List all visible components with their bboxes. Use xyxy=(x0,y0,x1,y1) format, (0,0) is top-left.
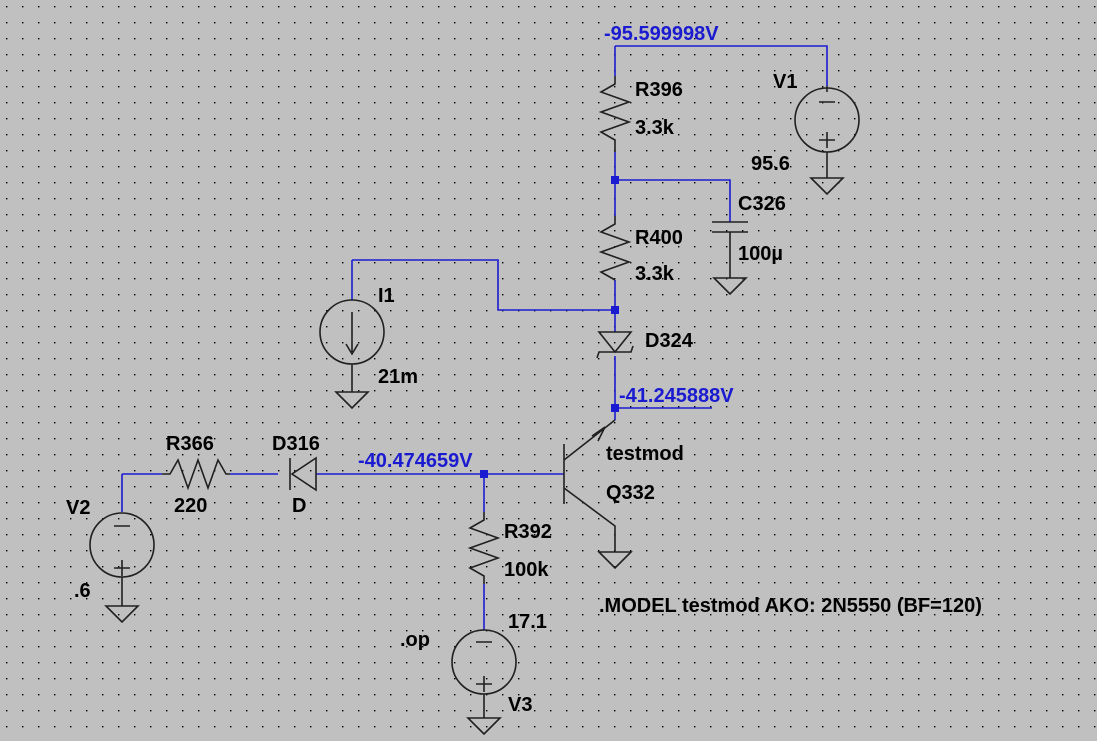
q332-model: testmod xyxy=(606,443,684,465)
i1-name: I1 xyxy=(378,285,395,307)
d316-name: D316 xyxy=(272,433,320,455)
r392-value: 100k xyxy=(504,559,549,581)
c326-value: 100µ xyxy=(738,243,783,265)
resistor-r396[interactable] xyxy=(598,76,632,152)
resistor-r400[interactable] xyxy=(598,216,632,281)
node-junction xyxy=(611,176,619,184)
voltage-source-v2[interactable] xyxy=(89,512,155,624)
v3-name: V3 xyxy=(508,694,532,716)
capacitor-c326[interactable] xyxy=(712,221,748,296)
voltage-source-v3[interactable] xyxy=(451,629,517,736)
node-junction xyxy=(480,470,488,478)
op-directive[interactable]: .op xyxy=(400,629,430,651)
r396-name: R396 xyxy=(635,79,683,101)
v1-name: V1 xyxy=(773,71,797,93)
voltage-source-v1[interactable] xyxy=(794,86,860,196)
c326-name: C326 xyxy=(738,193,786,215)
resistor-r392[interactable] xyxy=(467,512,501,584)
transistor-q332[interactable] xyxy=(563,419,633,570)
v1-value: 95.6 xyxy=(751,153,790,175)
v3-value: 17.1 xyxy=(508,611,547,633)
v2-value: .6 xyxy=(74,580,91,602)
diode-d316[interactable] xyxy=(289,456,317,492)
d324-name: D324 xyxy=(645,330,694,352)
v2-name: V2 xyxy=(66,497,90,519)
q332-name: Q332 xyxy=(606,482,655,504)
node-voltage-base: -40.474659V xyxy=(358,450,473,472)
current-source-i1[interactable] xyxy=(319,299,385,410)
i1-value: 21m xyxy=(378,366,418,388)
r366-value: 220 xyxy=(174,495,207,517)
r400-value: 3.3k xyxy=(635,263,675,285)
node-voltage-emitter: -41.245888V xyxy=(619,385,734,407)
d316-model: D xyxy=(292,495,306,517)
r366-name: R366 xyxy=(166,433,214,455)
zener-diode-d324[interactable] xyxy=(596,331,634,359)
node-junction xyxy=(611,404,619,412)
r392-name: R392 xyxy=(504,521,552,543)
model-directive[interactable]: .MODEL testmod AKO: 2N5550 (BF=120) xyxy=(599,595,982,617)
resistor-r366[interactable] xyxy=(162,457,230,491)
node-junction xyxy=(611,306,619,314)
r400-name: R400 xyxy=(635,227,683,249)
r396-value: 3.3k xyxy=(635,117,675,139)
node-voltage-top: -95.599998V xyxy=(604,23,719,45)
